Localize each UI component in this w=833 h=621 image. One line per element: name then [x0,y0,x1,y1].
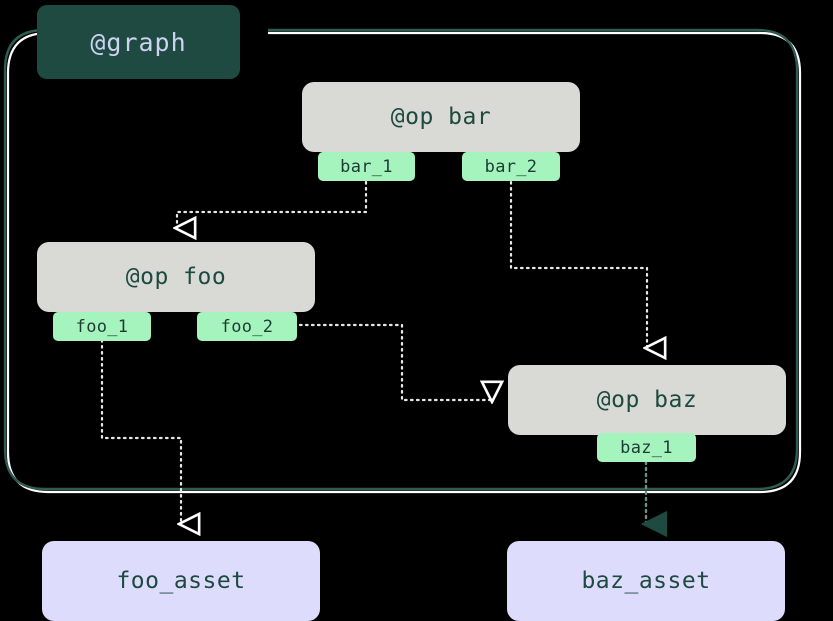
edge-foo1-to-foo-asset [100,338,181,524]
port-baz-1-label: baz_1 [620,437,673,458]
port-bar-2-label: bar_2 [484,156,538,177]
asset-node-baz-asset[interactable]: baz_asset [507,541,785,621]
graph-label-text: @graph [90,27,187,57]
asset-node-baz-asset-label: baz_asset [581,568,711,594]
port-baz-1[interactable]: baz_1 [597,433,696,462]
graph-label-chip[interactable]: @graph [37,5,240,79]
port-bar-1[interactable]: bar_1 [318,152,415,181]
edge-bar2-to-baz [509,168,647,348]
op-node-bar-label: @op bar [390,104,492,130]
asset-node-foo-asset-label: foo_asset [116,568,246,594]
port-foo-2-label: foo_2 [220,316,274,337]
op-node-bar[interactable]: @op bar [302,82,580,152]
op-node-baz-label: @op baz [596,387,698,413]
edge-foo2-to-baz [298,323,492,400]
port-bar-1-label: bar_1 [340,156,393,177]
op-node-baz[interactable]: @op baz [508,365,786,435]
port-foo-1-label: foo_1 [75,316,129,337]
asset-node-foo-asset[interactable]: foo_asset [42,541,320,621]
op-node-foo-label: @op foo [125,264,227,290]
port-bar-2[interactable]: bar_2 [462,152,560,181]
port-foo-1[interactable]: foo_1 [53,312,151,341]
op-node-foo[interactable]: @op foo [37,242,315,312]
port-foo-2[interactable]: foo_2 [197,312,297,341]
